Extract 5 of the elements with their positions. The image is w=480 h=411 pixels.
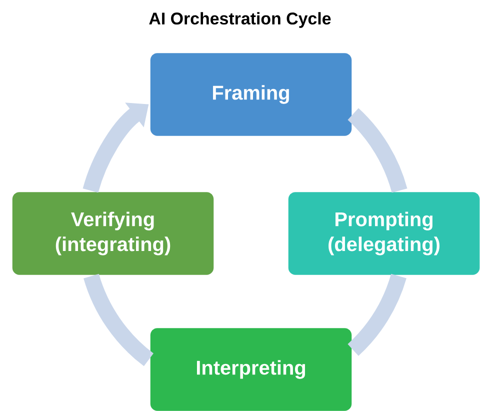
title: AI Orchestration Cycle bbox=[149, 12, 331, 28]
process-box: Interpreting bbox=[150, 328, 352, 411]
process-box: Framing bbox=[150, 53, 352, 136]
process-box: Prompting (delegating) bbox=[288, 192, 480, 275]
process-box: Verifying (integrating) bbox=[12, 192, 214, 275]
